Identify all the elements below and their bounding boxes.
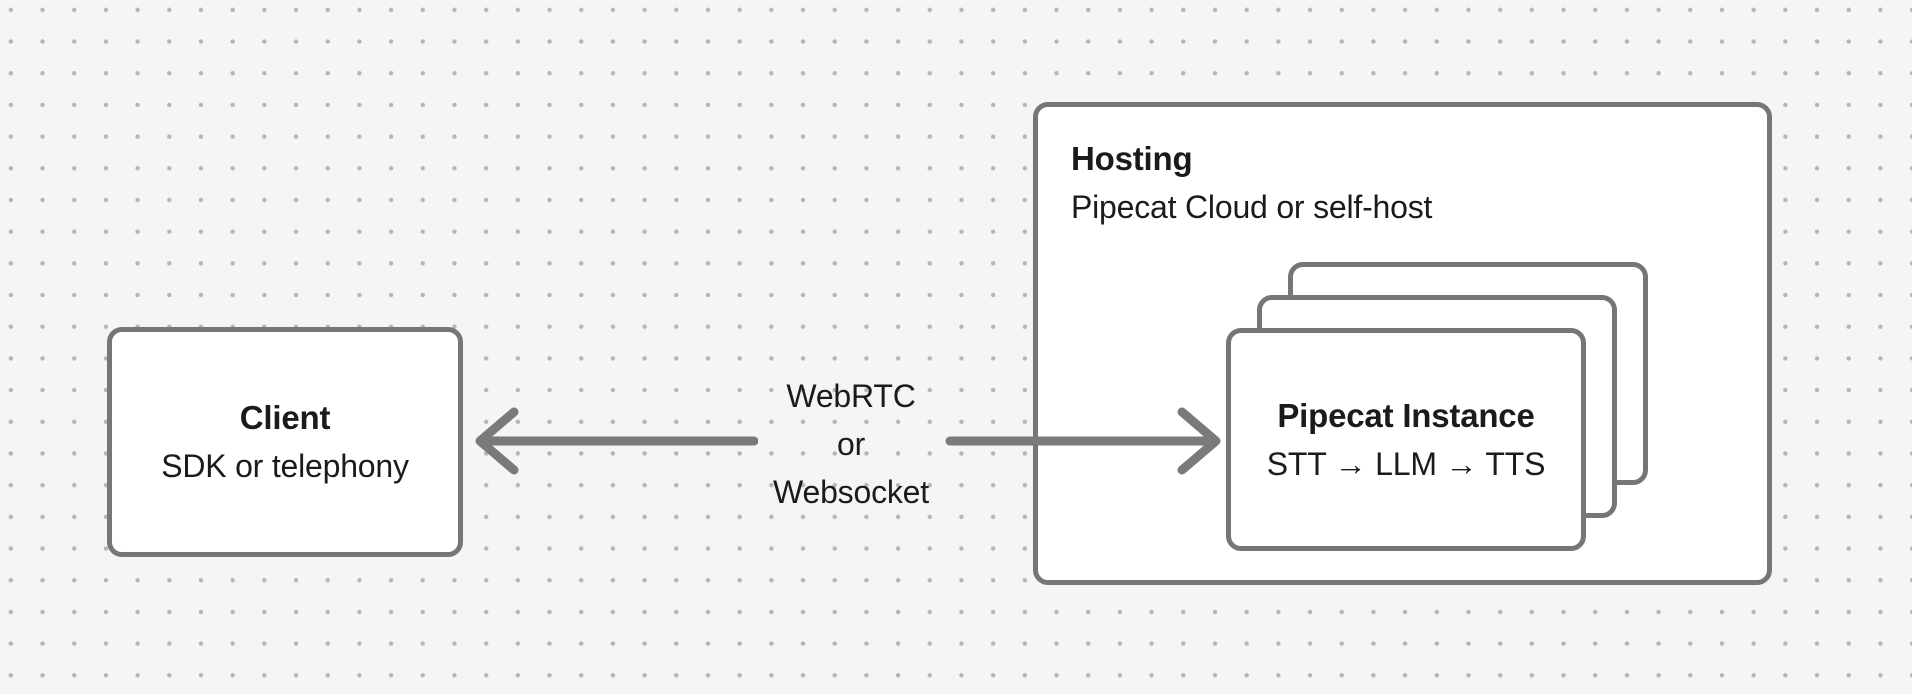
connection-label-line-2: or	[836, 426, 866, 462]
connection-label: WebRTC or Websocket	[731, 372, 971, 516]
client-box: Client SDK or telephony	[107, 327, 463, 557]
instance-subtitle: STT → LLM → TTS	[1266, 445, 1546, 482]
instance-title: Pipecat Instance	[1277, 396, 1535, 434]
instance-card-front: Pipecat Instance STT → LLM → TTS	[1226, 328, 1586, 551]
hosting-box: Hosting Pipecat Cloud or self-host Pipec…	[1033, 102, 1772, 585]
connection-label-line-3: Websocket	[773, 474, 929, 510]
hosting-subtitle: Pipecat Cloud or self-host	[1071, 189, 1433, 225]
hosting-title: Hosting	[1071, 140, 1193, 177]
client-subtitle: SDK or telephony	[161, 448, 409, 484]
client-title: Client	[239, 399, 331, 436]
hosting-header: Hosting Pipecat Cloud or self-host	[1071, 135, 1432, 231]
arrow-to-client-icon	[475, 407, 758, 475]
connection-label-line-1: WebRTC	[786, 378, 916, 414]
arrow-to-hosting-icon	[945, 407, 1221, 475]
